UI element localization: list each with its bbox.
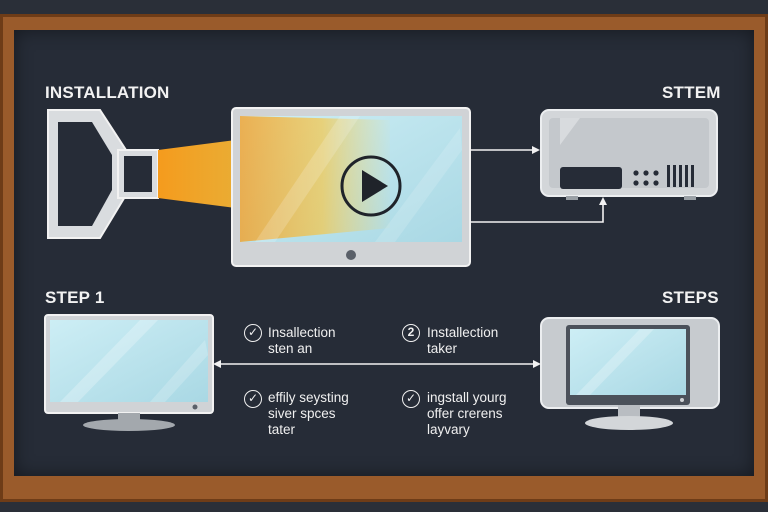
note-line: taker: [427, 341, 458, 356]
check-icon: ✓: [244, 390, 262, 408]
check-icon: ✓: [244, 324, 262, 342]
note-line: sten an: [268, 341, 313, 356]
step-number-icon: 2: [402, 324, 420, 342]
note-line: siver spces: [268, 406, 336, 421]
note-line: effily seysting: [268, 390, 349, 405]
monitor-icon: [44, 314, 214, 431]
play-icon[interactable]: [340, 155, 402, 217]
check-icon: ✓: [402, 390, 420, 408]
monitor-icon: [540, 317, 720, 430]
note-3: effily seysting siver spces tater: [268, 390, 349, 438]
note-4: ingstall yourg offer crerens layvary: [427, 390, 507, 438]
heading-installation: INSTALLATION: [45, 83, 170, 102]
set-top-box-icon: [540, 109, 718, 200]
note-line: ingstall yourg: [427, 390, 507, 405]
heading-steps: STEPS: [662, 288, 719, 307]
note-line: Insallection: [268, 325, 336, 340]
heading-system: STTEM: [662, 83, 721, 102]
projector-icon: [47, 109, 159, 239]
note-1: Insallection sten an: [268, 325, 336, 357]
heading-step-1: STEP 1: [45, 288, 105, 307]
connector-arrows-top: [470, 146, 607, 223]
note-line: Installection: [427, 325, 499, 340]
note-line: tater: [268, 422, 296, 437]
note-line: offer crerens: [427, 406, 503, 421]
note-line: layvary: [427, 422, 470, 437]
note-2: Installection taker: [427, 325, 498, 357]
double-arrow: [213, 360, 541, 368]
monitor-icon: [231, 107, 471, 267]
